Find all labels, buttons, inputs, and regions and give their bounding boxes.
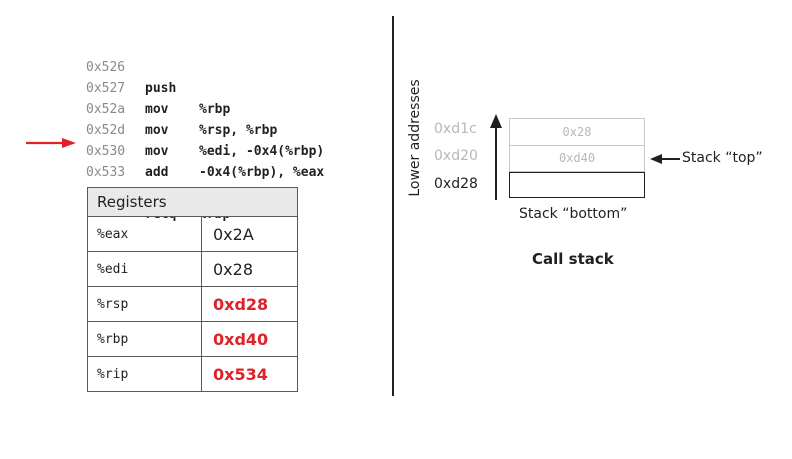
register-name: %rsp bbox=[87, 286, 202, 322]
listing-line: 0x534 retq bbox=[86, 162, 176, 222]
lower-addresses-label: Lower addresses bbox=[407, 79, 423, 197]
instruction-address: 0x530 bbox=[86, 144, 126, 159]
register-name: %rbp bbox=[87, 321, 202, 357]
instruction-operands: -0x4(%rbp), %eax bbox=[199, 165, 325, 180]
listing-line: 0x527 mov %rsp, %rbp bbox=[86, 57, 277, 138]
listing-line: 0x52a mov %edi, -0x4(%rbp) bbox=[86, 78, 324, 159]
stack-cell: 0x28 bbox=[509, 118, 645, 146]
instruction-opcode: mov bbox=[145, 144, 169, 159]
stack-address: 0xd20 bbox=[434, 148, 478, 164]
instruction-address: 0x526 bbox=[86, 60, 126, 75]
assembly-listing: 0x526 push %rbp 0x527 mov %rsp, %rbp 0x5… bbox=[86, 36, 324, 222]
stack-top-arrow-icon bbox=[650, 154, 680, 164]
listing-line-current: 0x533 pop %rbp bbox=[86, 141, 230, 222]
registers-title: Registers bbox=[87, 187, 298, 217]
panel-divider bbox=[392, 16, 394, 396]
stack-address: 0xd1c bbox=[434, 121, 477, 137]
stack-cell bbox=[509, 172, 645, 198]
registers-table: Registers %eax 0x2A %edi 0x28 %rsp 0xd28… bbox=[87, 187, 298, 392]
register-row: %edi 0x28 bbox=[87, 251, 298, 287]
listing-line: 0x530 add $0x2, %eax bbox=[86, 120, 277, 201]
instruction-operands: %rsp, %rbp bbox=[199, 123, 278, 138]
stack-cell: 0xd40 bbox=[509, 145, 645, 172]
call-stack-title: Call stack bbox=[532, 250, 614, 268]
address-direction-arrow-icon bbox=[490, 114, 502, 200]
instruction-address: 0x527 bbox=[86, 81, 126, 96]
listing-line: 0x52d mov -0x4(%rbp), %eax bbox=[86, 99, 324, 180]
instruction-opcode: mov bbox=[145, 102, 169, 117]
register-row: %rbp 0xd40 bbox=[87, 321, 298, 357]
instruction-address: 0x52d bbox=[86, 123, 126, 138]
instruction-address: 0x52a bbox=[86, 102, 126, 117]
stack-top-label: Stack “top” bbox=[682, 150, 763, 166]
register-value: 0x2A bbox=[201, 216, 298, 252]
instruction-opcode: add bbox=[145, 165, 169, 180]
instruction-operands: %edi, -0x4(%rbp) bbox=[199, 144, 325, 159]
instruction-operands: %rbp bbox=[199, 102, 231, 117]
register-value: 0x28 bbox=[201, 251, 298, 287]
stack-bottom-label: Stack “bottom” bbox=[519, 206, 628, 222]
registers-header-row: Registers bbox=[87, 187, 298, 217]
register-row: %rip 0x534 bbox=[87, 356, 298, 392]
register-name: %rip bbox=[87, 356, 202, 392]
instruction-opcode: mov bbox=[145, 123, 169, 138]
listing-line: 0x526 push %rbp bbox=[86, 36, 230, 117]
register-name: %edi bbox=[87, 251, 202, 287]
instruction-opcode: push bbox=[145, 81, 177, 96]
register-value-changed: 0x534 bbox=[201, 356, 298, 392]
stack-address: 0xd28 bbox=[434, 176, 478, 192]
register-row: %rsp 0xd28 bbox=[87, 286, 298, 322]
register-name: %eax bbox=[87, 216, 202, 252]
register-value-changed: 0xd40 bbox=[201, 321, 298, 357]
instruction-address: 0x533 bbox=[86, 165, 126, 180]
register-row: %eax 0x2A bbox=[87, 216, 298, 252]
register-value-changed: 0xd28 bbox=[201, 286, 298, 322]
current-instruction-arrow-icon bbox=[26, 138, 76, 148]
